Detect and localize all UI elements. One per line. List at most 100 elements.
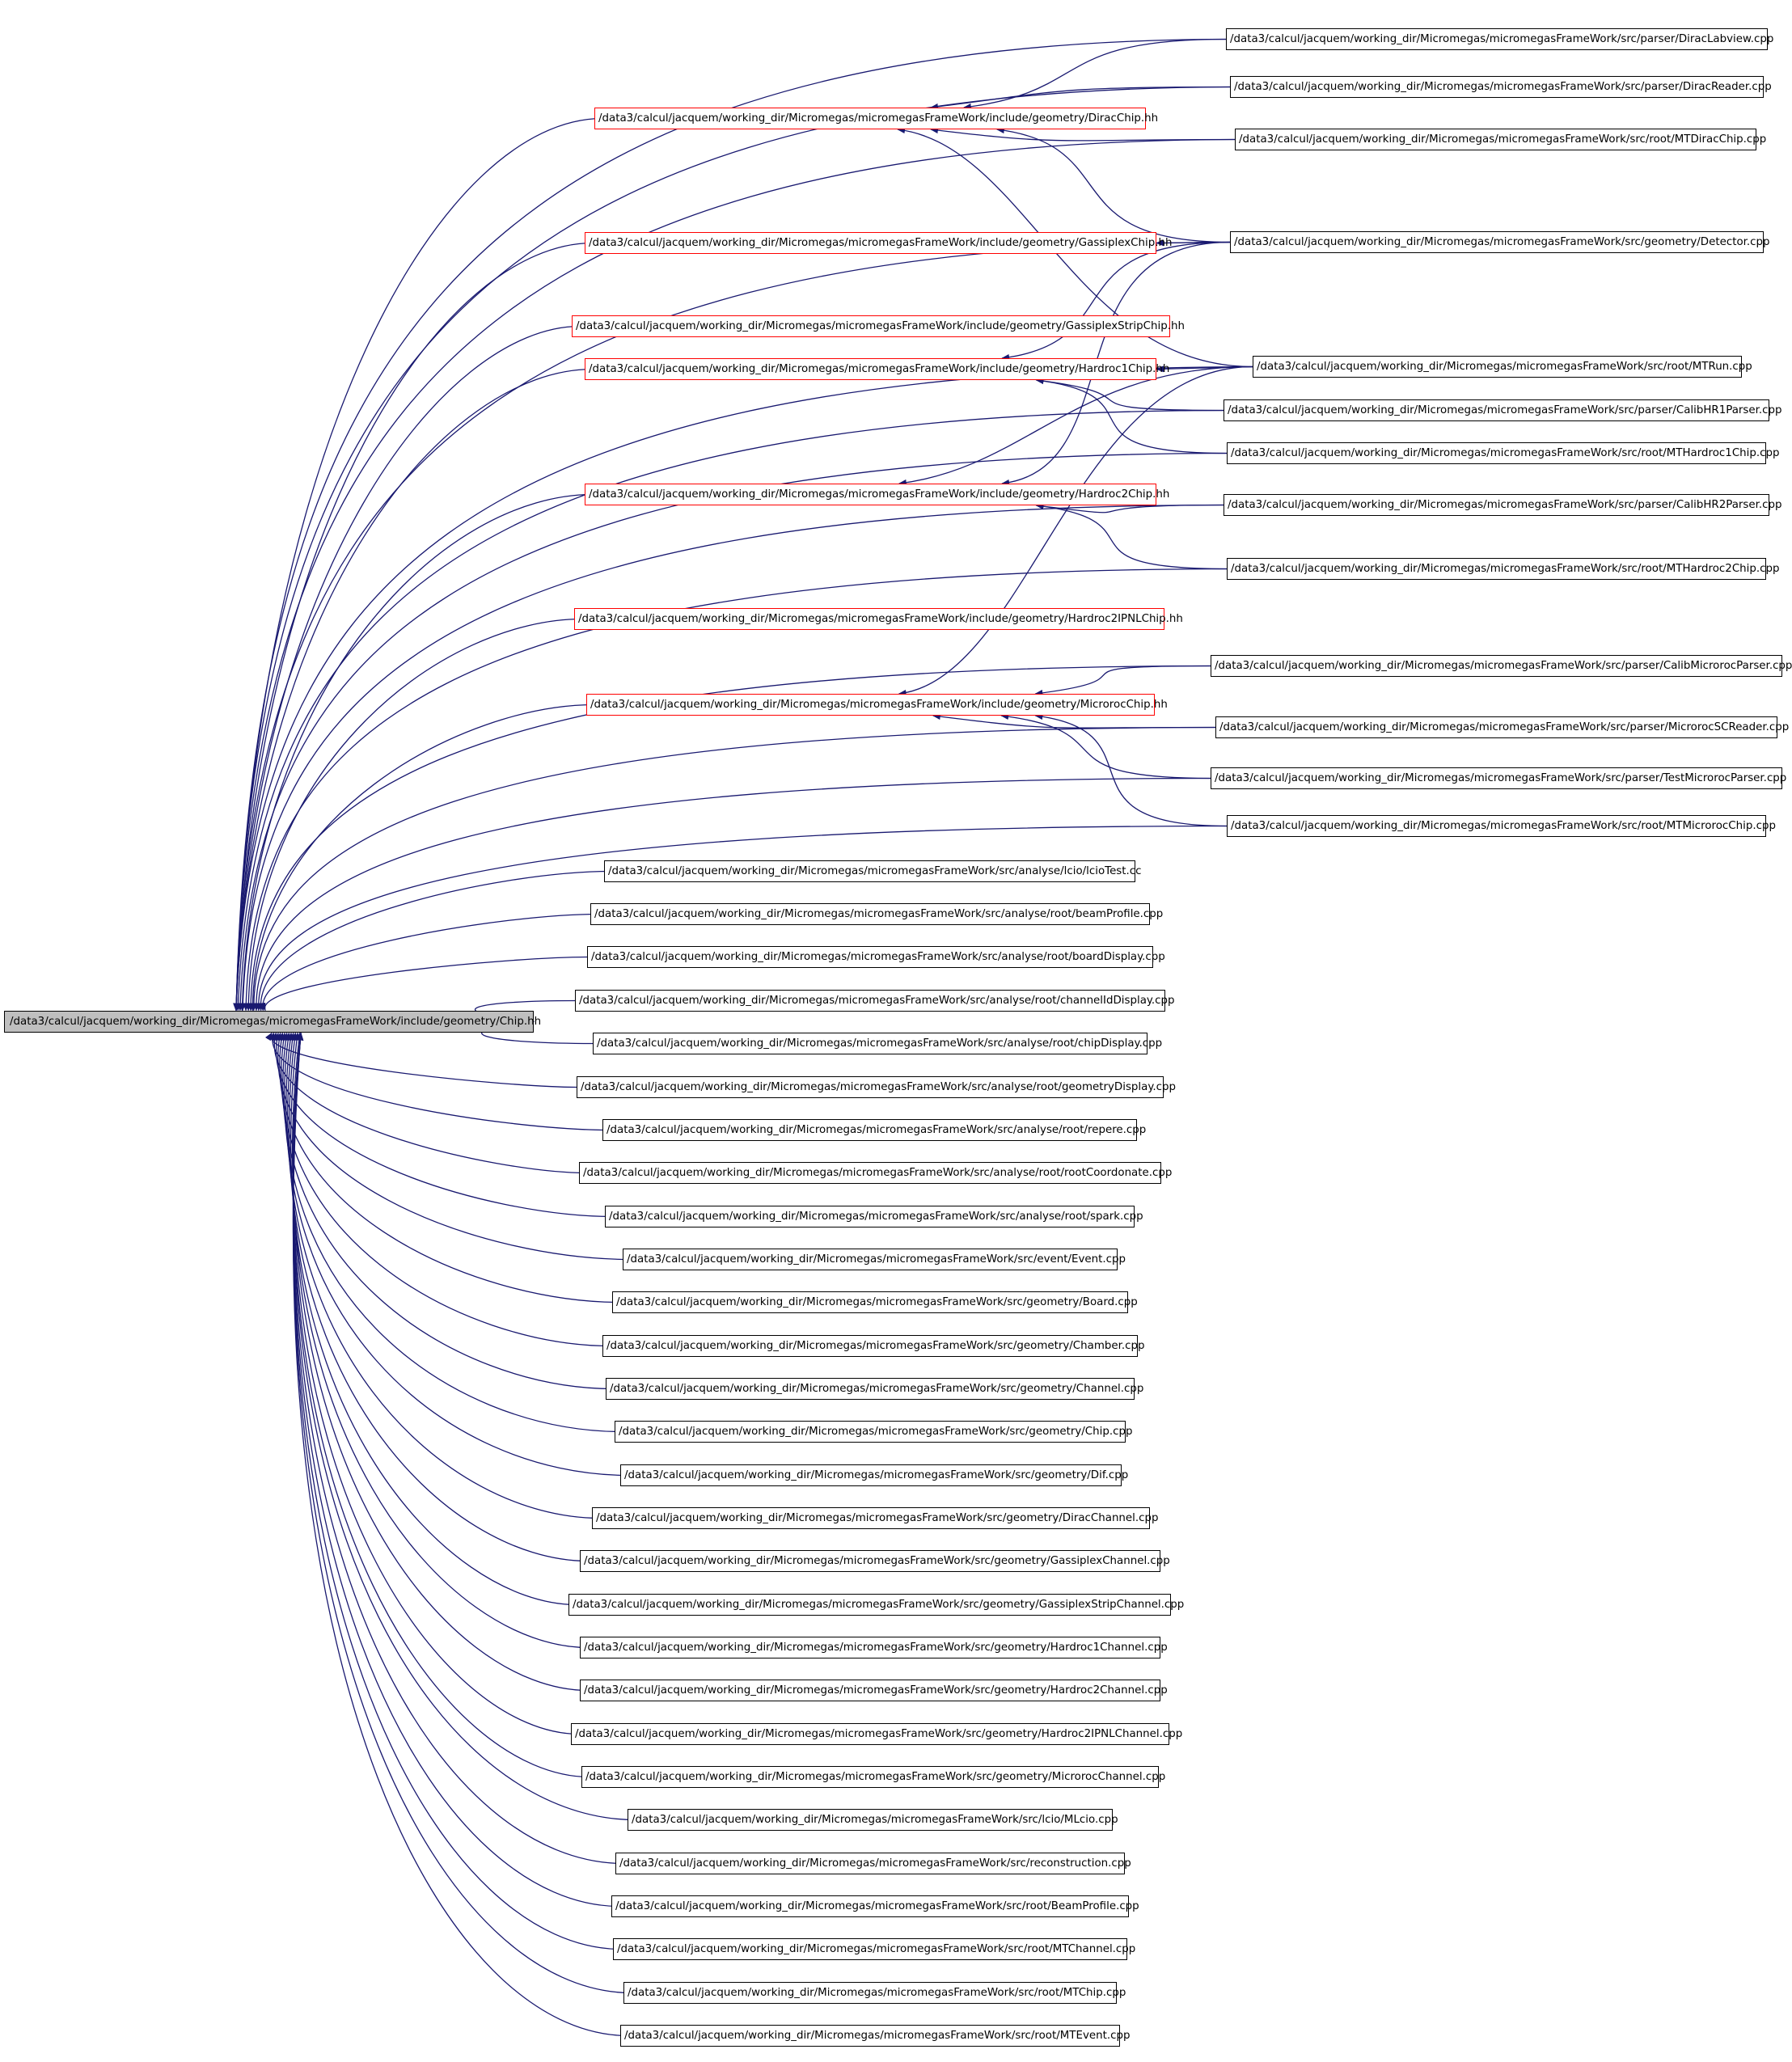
edge-detector-to-root <box>233 241 1239 1012</box>
edge-mtmicrorocchip-to-root <box>255 825 1236 1012</box>
node-microrocchip-hh[interactable]: /data3/calcul/jacquem/working_dir/Microm… <box>586 694 1168 716</box>
edge-beamprofile_a-to-root <box>258 913 599 1012</box>
node-mtchannel[interactable]: /data3/calcul/jacquem/working_dir/Microm… <box>613 1938 1135 1960</box>
node-lciotest[interactable]: /data3/calcul/jacquem/working_dir/Microm… <box>604 860 1142 882</box>
edge-microrocchannel-to-root <box>292 1032 590 1778</box>
edge-mlcio-to-root <box>292 1032 636 1821</box>
node-calibhr2parser[interactable]: /data3/calcul/jacquem/working_dir/Microm… <box>1224 494 1782 516</box>
edge-spark-to-root <box>273 1032 614 1218</box>
edge-mtrun-to-microrocchip_hh <box>898 365 1253 696</box>
edge-hardroc2chip_hh-to-root <box>239 493 594 1012</box>
edge-gassiplexchannel-to-root <box>289 1032 589 1562</box>
node-mtmicrorocchip[interactable]: /data3/calcul/jacquem/working_dir/Microm… <box>1227 815 1776 837</box>
edge-hardroc2ipnlchannel-to-root <box>292 1032 580 1735</box>
node-mtdiracchip[interactable]: /data3/calcul/jacquem/working_dir/Microm… <box>1235 129 1766 150</box>
edge-detector-to-hardroc2chip_hh <box>1001 241 1231 486</box>
node-root[interactable]: /data3/calcul/jacquem/working_dir/Microm… <box>4 1011 541 1033</box>
edge-testmicrorocparser-to-root <box>252 777 1219 1012</box>
node-diracreader[interactable]: /data3/calcul/jacquem/working_dir/Microm… <box>1230 76 1772 98</box>
node-gassiplexstripchannel[interactable]: /data3/calcul/jacquem/working_dir/Microm… <box>568 1594 1184 1616</box>
edge-calibhr1parser-to-hardroc1chip_hh <box>1035 378 1224 412</box>
node-mtrun[interactable]: /data3/calcul/jacquem/working_dir/Microm… <box>1253 356 1752 378</box>
node-channeliddisplay[interactable]: /data3/calcul/jacquem/working_dir/Microm… <box>575 990 1175 1012</box>
edge-dif-to-root <box>285 1032 629 1477</box>
edge-microrocscreader-to-root <box>250 726 1224 1012</box>
node-reconstruction[interactable]: /data3/calcul/jacquem/working_dir/Microm… <box>615 1853 1131 1874</box>
edge-mtrun-to-hardroc2chip_hh <box>898 365 1253 486</box>
edge-calibmicrorocparser-to-root <box>247 665 1219 1012</box>
node-gassiplexstripchip-hh[interactable]: /data3/calcul/jacquem/working_dir/Microm… <box>572 315 1185 337</box>
node-hardroc2ipnlchannel[interactable]: /data3/calcul/jacquem/working_dir/Microm… <box>571 1723 1182 1745</box>
node-beamprofile-r[interactable]: /data3/calcul/jacquem/working_dir/Microm… <box>611 1895 1139 1917</box>
node-dif[interactable]: /data3/calcul/jacquem/working_dir/Microm… <box>620 1464 1128 1486</box>
edge-mtevent-to-root <box>292 1032 629 2037</box>
edge-hardroc2channel-to-root <box>293 1032 589 1692</box>
edge-geometrydisplay-to-root <box>264 1032 577 1088</box>
edge-diracchip_hh-to-root <box>233 117 603 1012</box>
edge-mthardroc2chip-to-hardroc2chip_hh <box>1035 503 1228 570</box>
node-boarddisplay[interactable]: /data3/calcul/jacquem/working_dir/Microm… <box>587 946 1165 968</box>
node-mtchip[interactable]: /data3/calcul/jacquem/working_dir/Microm… <box>623 1982 1126 2004</box>
node-chamber[interactable]: /data3/calcul/jacquem/working_dir/Microm… <box>602 1335 1145 1357</box>
node-geometrydisplay[interactable]: /data3/calcul/jacquem/working_dir/Microm… <box>577 1076 1176 1098</box>
edge-diraclabview-to-diracchip_hh <box>962 38 1227 110</box>
edge-mtrun-to-diracchip_hh <box>897 127 1253 368</box>
edge-repere-to-root <box>268 1032 611 1131</box>
node-detector[interactable]: /data3/calcul/jacquem/working_dir/Microm… <box>1230 231 1770 253</box>
edge-mtrun-to-root <box>233 365 1262 1012</box>
node-rootcoordonate[interactable]: /data3/calcul/jacquem/working_dir/Microm… <box>579 1162 1172 1184</box>
edge-microrocscreader-to-microrocchip_hh <box>932 713 1216 729</box>
edge-gassiplexstripchannel-to-root <box>290 1032 577 1606</box>
node-testmicrorocparser[interactable]: /data3/calcul/jacquem/working_dir/Microm… <box>1211 767 1786 789</box>
node-mlcio[interactable]: /data3/calcul/jacquem/working_dir/Microm… <box>628 1809 1118 1831</box>
node-hardroc1channel[interactable]: /data3/calcul/jacquem/working_dir/Microm… <box>580 1637 1168 1658</box>
node-diracchannel[interactable]: /data3/calcul/jacquem/working_dir/Microm… <box>592 1507 1159 1529</box>
edge-hardroc1chip_hh-to-root <box>233 368 594 1012</box>
node-microrocscreader[interactable]: /data3/calcul/jacquem/working_dir/Microm… <box>1215 716 1789 738</box>
node-hardroc2chip-hh[interactable]: /data3/calcul/jacquem/working_dir/Microm… <box>585 484 1169 505</box>
node-chipdisplay[interactable]: /data3/calcul/jacquem/working_dir/Microm… <box>593 1033 1162 1054</box>
node-chip-cpp[interactable]: /data3/calcul/jacquem/working_dir/Microm… <box>615 1421 1132 1443</box>
edge-rootcoordonate-to-root <box>271 1032 588 1174</box>
edge-mthardroc1chip-to-root <box>237 452 1236 1012</box>
node-gassiplexchannel[interactable]: /data3/calcul/jacquem/working_dir/Microm… <box>580 1550 1170 1572</box>
node-mtevent[interactable]: /data3/calcul/jacquem/working_dir/Microm… <box>620 2025 1130 2047</box>
edge-mtmicrorocchip-to-microrocchip_hh <box>1034 713 1228 827</box>
node-diracchip-hh[interactable]: /data3/calcul/jacquem/working_dir/Microm… <box>594 108 1158 129</box>
node-microrocchannel[interactable]: /data3/calcul/jacquem/working_dir/Microm… <box>581 1766 1165 1788</box>
edge-event-to-root <box>276 1032 632 1261</box>
node-calibhr1parser[interactable]: /data3/calcul/jacquem/working_dir/Microm… <box>1224 399 1782 421</box>
edge-calibhr2parser-to-hardroc2chip_hh <box>1035 503 1224 513</box>
edge-reconstruction-to-root <box>292 1032 624 1865</box>
node-repere[interactable]: /data3/calcul/jacquem/working_dir/Microm… <box>602 1119 1146 1141</box>
edge-calibmicrorocparser-to-microrocchip_hh <box>1034 665 1211 696</box>
node-board[interactable]: /data3/calcul/jacquem/working_dir/Microm… <box>612 1291 1138 1313</box>
edge-diracreader-to-diracchip_hh <box>930 86 1231 110</box>
edge-mtdiracchip-to-diracchip_hh <box>930 127 1236 142</box>
node-spark[interactable]: /data3/calcul/jacquem/working_dir/Microm… <box>605 1206 1143 1227</box>
node-hardroc2ipnlchip-hh[interactable]: /data3/calcul/jacquem/working_dir/Microm… <box>574 608 1183 630</box>
edge-microrocchip_hh-to-root <box>249 704 595 1012</box>
node-channel[interactable]: /data3/calcul/jacquem/working_dir/Microm… <box>606 1378 1143 1400</box>
node-gassiplexchip-hh[interactable]: /data3/calcul/jacquem/working_dir/Microm… <box>585 232 1172 254</box>
node-beamprofile-a[interactable]: /data3/calcul/jacquem/working_dir/Microm… <box>590 903 1163 925</box>
node-mthardroc1chip[interactable]: /data3/calcul/jacquem/working_dir/Microm… <box>1227 442 1780 464</box>
node-diraclabview[interactable]: /data3/calcul/jacquem/working_dir/Microm… <box>1226 28 1773 50</box>
edge-mtdiracchip-to-root <box>233 138 1244 1012</box>
edge-board-to-root <box>277 1032 621 1304</box>
edge-detector-to-hardroc1chip_hh <box>1001 241 1231 361</box>
edge-calibhr1parser-to-root <box>235 409 1232 1012</box>
edge-mthardroc1chip-to-hardroc1chip_hh <box>1035 378 1228 454</box>
node-hardroc2channel[interactable]: /data3/calcul/jacquem/working_dir/Microm… <box>580 1680 1168 1701</box>
node-mthardroc2chip[interactable]: /data3/calcul/jacquem/working_dir/Microm… <box>1227 558 1780 580</box>
edge-lciotest-to-root <box>256 870 613 1012</box>
node-calibmicrorocparser[interactable]: /data3/calcul/jacquem/working_dir/Microm… <box>1211 655 1792 677</box>
node-hardroc1chip-hh[interactable]: /data3/calcul/jacquem/working_dir/Microm… <box>585 358 1169 380</box>
edge-gassiplexchip_hh-to-root <box>233 242 594 1012</box>
edge-detector-to-diracchip_hh <box>995 127 1231 243</box>
edge-gassiplexstripchip_hh-to-root <box>233 325 581 1012</box>
node-event[interactable]: /data3/calcul/jacquem/working_dir/Microm… <box>623 1249 1126 1270</box>
edge-hardroc2ipnlchip_hh-to-root <box>245 618 583 1012</box>
edge-boarddisplay-to-root <box>259 956 588 1012</box>
